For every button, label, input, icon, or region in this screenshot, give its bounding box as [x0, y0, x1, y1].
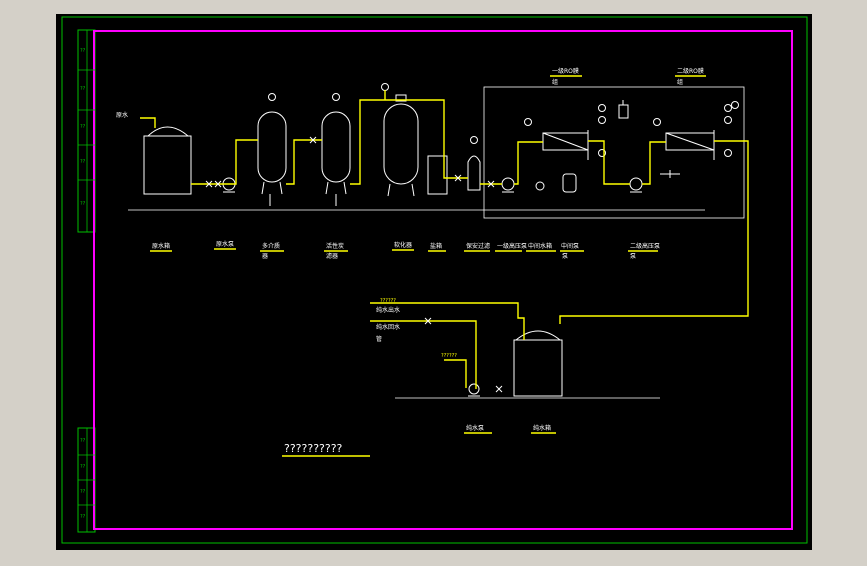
label-ro1-pump: 一级高压泵: [497, 242, 527, 250]
label-ro2-sub: 泵: [630, 253, 636, 260]
raw-water-tank: [143, 126, 192, 195]
label-ro1-tank: 中间水箱: [528, 242, 552, 250]
pipe-network: [140, 90, 749, 389]
inner-border: [93, 30, 793, 530]
footer-title: ??????????: [284, 442, 343, 455]
label-carbon-filter: 活性炭: [326, 242, 344, 250]
ro1-product-pipe: [588, 140, 630, 185]
product-supply-pipe: [370, 320, 477, 389]
label-outlet3: 管: [376, 335, 382, 343]
label-sand-filter: 多介质: [262, 242, 280, 250]
raw-water-inlet-pipe: [140, 117, 156, 128]
title-row-6: ??: [80, 438, 86, 444]
carbon-to-softener-pipe: [350, 99, 468, 185]
label-outlet1: 纯水出水: [376, 306, 400, 314]
product-return-pipe: [370, 302, 525, 340]
label-drain: ??????: [441, 353, 457, 359]
security-filter: [467, 136, 481, 191]
label-outlet2: 纯水回水: [376, 323, 400, 331]
product-pump: [468, 383, 480, 397]
ro1-feed-pipe: [514, 141, 543, 185]
title-row-3: ??: [80, 124, 86, 130]
label-carbon-filter-sub: 滤器: [326, 252, 338, 260]
ro2-product-pipe: [559, 140, 749, 324]
sand-to-carbon-pipe: [286, 139, 322, 185]
label-raw-water-tank: 原水箱: [152, 242, 170, 250]
label-ro1-title: 一级RO膜: [552, 67, 579, 75]
label-product-tank: 纯水箱: [533, 424, 551, 432]
label-side-tag: ??????: [380, 298, 396, 304]
drawing-sheet: [56, 14, 812, 550]
title-row-2: ??: [80, 86, 86, 92]
label-ro2-title: 二级RO膜: [677, 67, 704, 75]
title-block-top: [78, 30, 95, 232]
carbon-filter-vessel: [321, 93, 351, 195]
label-sand-filter-sub: 器: [262, 253, 268, 260]
label-underlines: [150, 75, 706, 457]
drain-pipe: [444, 359, 467, 388]
sand-filter-vessel: [257, 93, 287, 195]
ro-skid-boundary: [483, 86, 745, 219]
label-softener: 软化器: [394, 241, 412, 249]
outer-border: [61, 16, 808, 544]
ro2-feed-pipe: [642, 141, 666, 185]
title-row-5: ??: [80, 201, 86, 207]
label-ro2-pump: 中间泵: [561, 242, 579, 250]
product-water-tank: [513, 330, 563, 397]
title-row-9: ??: [80, 514, 86, 520]
label-ro2: 二级高压泵: [630, 242, 660, 250]
title-row-1: ??: [80, 48, 86, 54]
label-product-pump: 纯水泵: [466, 424, 484, 432]
title-row-8: ??: [80, 489, 86, 495]
title-row-7: ??: [80, 464, 86, 470]
label-ro1-title-sub: 组: [552, 78, 558, 86]
pressure-gauges: [524, 101, 739, 157]
label-security-filter: 保安过滤: [466, 242, 490, 250]
raw-to-sand-pipe: [191, 139, 258, 185]
ro1-intermediate-tank: [535, 173, 577, 193]
label-raw-pump: 原水泵: [216, 240, 234, 248]
label-ro2-pump-sub: 泵: [562, 253, 568, 260]
title-block-bottom: [78, 428, 95, 532]
label-raw-water-in: 原水: [116, 111, 128, 119]
label-salt-tank: 盐箱: [430, 242, 442, 250]
title-row-4: ??: [80, 159, 86, 165]
label-ro2-title-sub: 组: [677, 78, 683, 86]
valves: [205, 136, 680, 393]
salt-tank: [427, 155, 448, 195]
ro1-instrument-box: [618, 100, 629, 119]
